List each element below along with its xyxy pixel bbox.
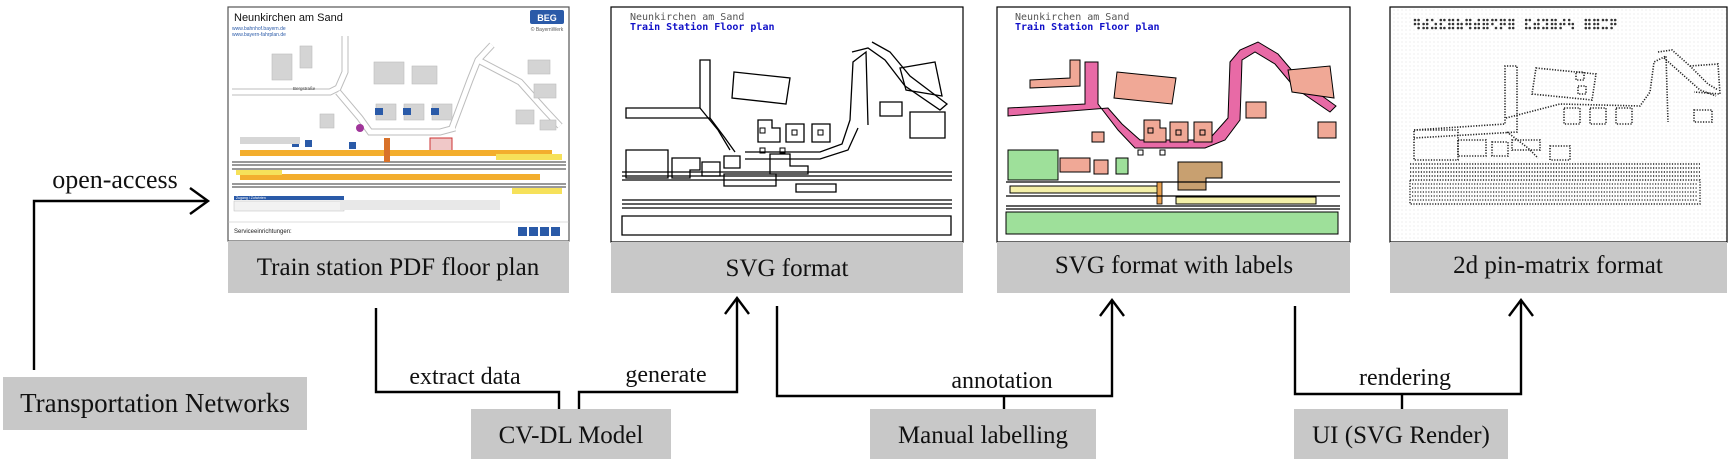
pdf-gravel: [340, 200, 500, 210]
labels-caption: SVG format with labels: [1055, 252, 1293, 279]
rendering-arrowhead-icon: [1508, 298, 1534, 317]
panel-svg: Neunkirchen am Sand Train Station Floor …: [610, 6, 964, 293]
open-access-arrow: [32, 187, 211, 370]
labels-tracks: [1006, 181, 1340, 210]
logo-text: BEG: [537, 13, 557, 23]
pdf-dir-label-2-bg: [236, 170, 282, 175]
pdf-footer: Serviceeinrichtungen:: [234, 229, 292, 235]
svg-caption: SVG format: [726, 255, 849, 282]
pdf-station-building: [429, 137, 453, 153]
cvdl-label: CV-DL Model: [499, 422, 644, 449]
labels-green-areas: [1005, 149, 1339, 235]
panel-pdf: Neunkirchen am Sand BEG © BayernWerk www…: [227, 6, 570, 293]
panel-svg-labels: Neunkirchen am Sand Train Station Floor …: [996, 6, 1351, 293]
rendering-connector: [1293, 302, 1523, 396]
braille-title-dots: [1413, 18, 1617, 30]
extract-data-label: extract data: [409, 364, 521, 390]
generate-arrowhead-icon: [724, 296, 750, 315]
connectors: [374, 296, 1534, 409]
rendering-label: rendering: [1359, 365, 1451, 391]
svg-small-squares: [759, 127, 824, 154]
pdf-legend-body: [233, 200, 345, 212]
svg-caption-box: [611, 242, 963, 293]
annotation-arrowhead-icon: [1099, 298, 1125, 317]
pdf-legend-title: Zugang / Zufahrten: [236, 196, 266, 200]
beg-logo-icon: BEG © BayernWerk: [530, 10, 564, 33]
pdf-caption-box: [228, 241, 569, 293]
svg-plan-lines: [621, 41, 952, 236]
pdf-legend-header: [234, 196, 344, 200]
source-label: Transportation Networks: [20, 388, 290, 418]
labels-station-building: [1177, 161, 1223, 191]
labels-map-subtitle: Train Station Floor plan: [1015, 21, 1160, 33]
annotation-connector: [775, 302, 1114, 398]
open-access-label: open-access: [52, 165, 178, 194]
pdf-footer-icons: [518, 227, 560, 236]
ui-render-box: [1294, 409, 1508, 459]
pdf-tracks: [232, 161, 566, 188]
pdf-dir-label-3-bg: [512, 188, 562, 194]
pdf-platform-1: [240, 150, 552, 156]
pdf-link-1: www.bahnhof.bayern.de: [232, 26, 286, 32]
process-manual: Manual labelling: [870, 409, 1096, 459]
labels-caption-box: [997, 242, 1350, 293]
extract-connector: [374, 308, 561, 409]
pin-plan-lines: [1413, 49, 1721, 161]
pin-caption-box: [1390, 242, 1727, 293]
pin-platform-fill: [1412, 183, 1698, 201]
svg-map-title: Neunkirchen am Sand: [630, 12, 744, 23]
pdf-map-title: Neunkirchen am Sand: [234, 12, 343, 24]
process-ui-render: UI (SVG Render): [1294, 409, 1508, 459]
generate-label: generate: [625, 362, 706, 388]
pdf-street-label: Bergstraße: [293, 86, 316, 91]
labels-map-title: Neunkirchen am Sand: [1015, 12, 1129, 23]
pdf-caption: Train station PDF floor plan: [257, 254, 540, 281]
labels-small-squares: [1137, 127, 1206, 156]
process-cvdl: CV-DL Model: [471, 409, 671, 459]
source-box: [3, 377, 307, 430]
pin-caption: 2d pin-matrix format: [1453, 252, 1663, 279]
manual-box: [870, 409, 1096, 459]
svg-map-subtitle: Train Station Floor plan: [630, 21, 775, 33]
panel-pin-matrix: 2d pin-matrix format: [1389, 6, 1728, 293]
pin-platform-area: [1409, 179, 1701, 205]
manual-label: Manual labelling: [898, 422, 1069, 449]
pdf-station-icon: [356, 124, 364, 132]
pdf-underpass: [384, 138, 390, 162]
pdf-dir-label-1-bg: [496, 154, 562, 160]
pdf-platform-2: [240, 174, 540, 180]
annotation-label: annotation: [951, 368, 1052, 394]
svg-tracks: [622, 171, 952, 209]
pdf-roads-inner: [232, 36, 562, 135]
logo-sub: © BayernWerk: [531, 26, 564, 33]
pdf-link-2: www.bayern-fahrplan.de: [232, 32, 286, 38]
ui-render-label: UI (SVG Render): [1312, 422, 1490, 449]
cvdl-box: [471, 409, 671, 459]
source-node: Transportation Networks: [3, 377, 307, 430]
labels-buildings: [1029, 59, 1337, 175]
pdf-parking: [240, 137, 300, 144]
labels-underpass: [1156, 181, 1163, 205]
pin-frame: [1389, 6, 1728, 243]
generate-connector: [577, 300, 739, 409]
